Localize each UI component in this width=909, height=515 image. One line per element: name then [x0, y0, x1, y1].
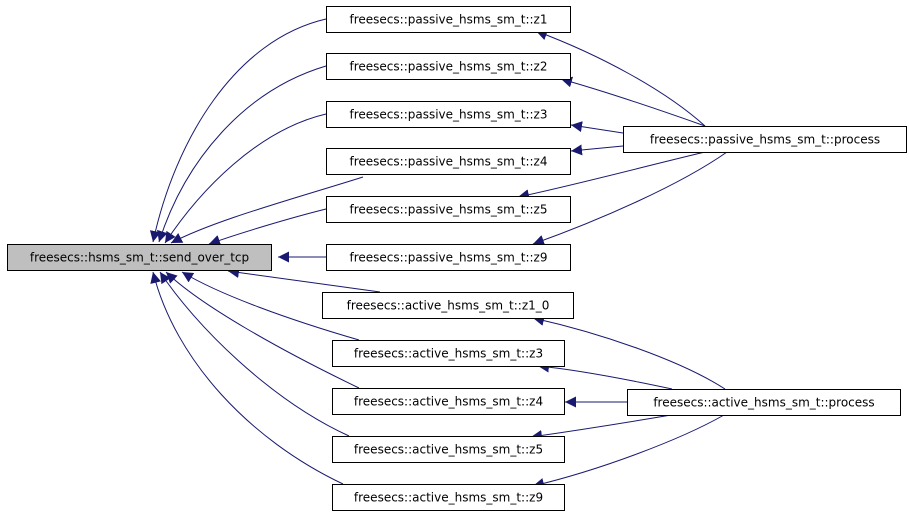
node-pproc[interactable]: freesecs::passive_hsms_sm_t::process — [623, 126, 907, 153]
node-label: freesecs::passive_hsms_sm_t::z4 — [350, 155, 548, 169]
edge-az9-to-send — [150, 271, 344, 485]
node-box[interactable] — [326, 6, 571, 33]
edge-aproc-to-az9 — [532, 414, 725, 489]
edge-aproc-to-az5 — [530, 414, 672, 441]
node-az3[interactable]: freesecs::active_hsms_sm_t::z3 — [332, 340, 565, 367]
node-box[interactable] — [326, 244, 571, 271]
node-label: freesecs::passive_hsms_sm_t::process — [650, 133, 880, 147]
node-label: freesecs::active_hsms_sm_t::z9 — [354, 491, 543, 505]
edge-pz5-to-send — [208, 208, 327, 246]
node-box[interactable] — [332, 388, 565, 415]
node-box[interactable] — [7, 244, 272, 271]
edge-pproc-to-pz5 — [517, 151, 706, 201]
edge-pproc-to-pz3 — [570, 121, 624, 134]
node-label: freesecs::active_hsms_sm_t::z5 — [354, 443, 543, 457]
node-box[interactable] — [326, 148, 571, 175]
edges-layer — [149, 18, 728, 489]
edge-az1-to-send — [227, 267, 381, 293]
edge-az4-to-send — [165, 271, 360, 389]
node-label: freesecs::passive_hsms_sm_t::z2 — [350, 60, 548, 74]
node-pz4[interactable]: freesecs::passive_hsms_sm_t::z4 — [326, 148, 571, 175]
node-box[interactable] — [322, 292, 574, 319]
node-label: freesecs::active_hsms_sm_t::process — [653, 396, 874, 410]
edge-pproc-to-pz9 — [532, 151, 728, 246]
node-pz3[interactable]: freesecs::passive_hsms_sm_t::z3 — [326, 101, 571, 128]
node-aproc[interactable]: freesecs::active_hsms_sm_t::process — [627, 389, 901, 416]
node-label: freesecs::passive_hsms_sm_t::z1 — [350, 13, 548, 27]
edge-pz3-to-send — [164, 113, 327, 244]
node-box[interactable] — [326, 196, 571, 223]
edge-aproc-to-az1 — [532, 315, 726, 390]
edge-pz2-to-send — [157, 65, 327, 243]
node-label: freesecs::active_hsms_sm_t::z1_0 — [347, 299, 550, 313]
node-pz9[interactable]: freesecs::passive_hsms_sm_t::z9 — [326, 244, 571, 271]
node-box[interactable] — [623, 126, 907, 153]
nodes-layer: freesecs::hsms_sm_t::send_over_tcpfreese… — [7, 6, 907, 511]
node-label: freesecs::passive_hsms_sm_t::z9 — [350, 251, 548, 265]
node-label: freesecs::hsms_sm_t::send_over_tcp — [30, 251, 249, 265]
edge-pproc-to-pz4 — [570, 144, 624, 156]
node-pz5[interactable]: freesecs::passive_hsms_sm_t::z5 — [326, 196, 571, 223]
node-az1[interactable]: freesecs::active_hsms_sm_t::z1_0 — [322, 292, 574, 319]
node-label: freesecs::passive_hsms_sm_t::z3 — [350, 108, 548, 122]
node-box[interactable] — [627, 389, 901, 416]
edge-az5-to-send — [159, 271, 350, 437]
node-box[interactable] — [326, 101, 571, 128]
node-box[interactable] — [332, 436, 565, 463]
node-box[interactable] — [332, 484, 565, 511]
edge-az3-to-send — [181, 271, 360, 341]
node-send[interactable]: freesecs::hsms_sm_t::send_over_tcp — [7, 244, 272, 271]
node-box[interactable] — [326, 53, 571, 80]
node-az4[interactable]: freesecs::active_hsms_sm_t::z4 — [332, 388, 565, 415]
node-label: freesecs::passive_hsms_sm_t::z5 — [350, 203, 548, 217]
node-label: freesecs::active_hsms_sm_t::z3 — [354, 347, 543, 361]
edge-pproc-to-pz1 — [535, 29, 706, 127]
edge-aproc-to-az3 — [537, 361, 673, 390]
edge-pz1-to-send — [149, 18, 327, 243]
node-pz2[interactable]: freesecs::passive_hsms_sm_t::z2 — [326, 53, 571, 80]
edge-pz4-to-send — [170, 176, 364, 244]
node-az9[interactable]: freesecs::active_hsms_sm_t::z9 — [332, 484, 565, 511]
node-box[interactable] — [332, 340, 565, 367]
node-pz1[interactable]: freesecs::passive_hsms_sm_t::z1 — [326, 6, 571, 33]
node-label: freesecs::active_hsms_sm_t::z4 — [354, 395, 543, 409]
node-az5[interactable]: freesecs::active_hsms_sm_t::z5 — [332, 436, 565, 463]
edge-pproc-to-pz2 — [560, 76, 706, 127]
